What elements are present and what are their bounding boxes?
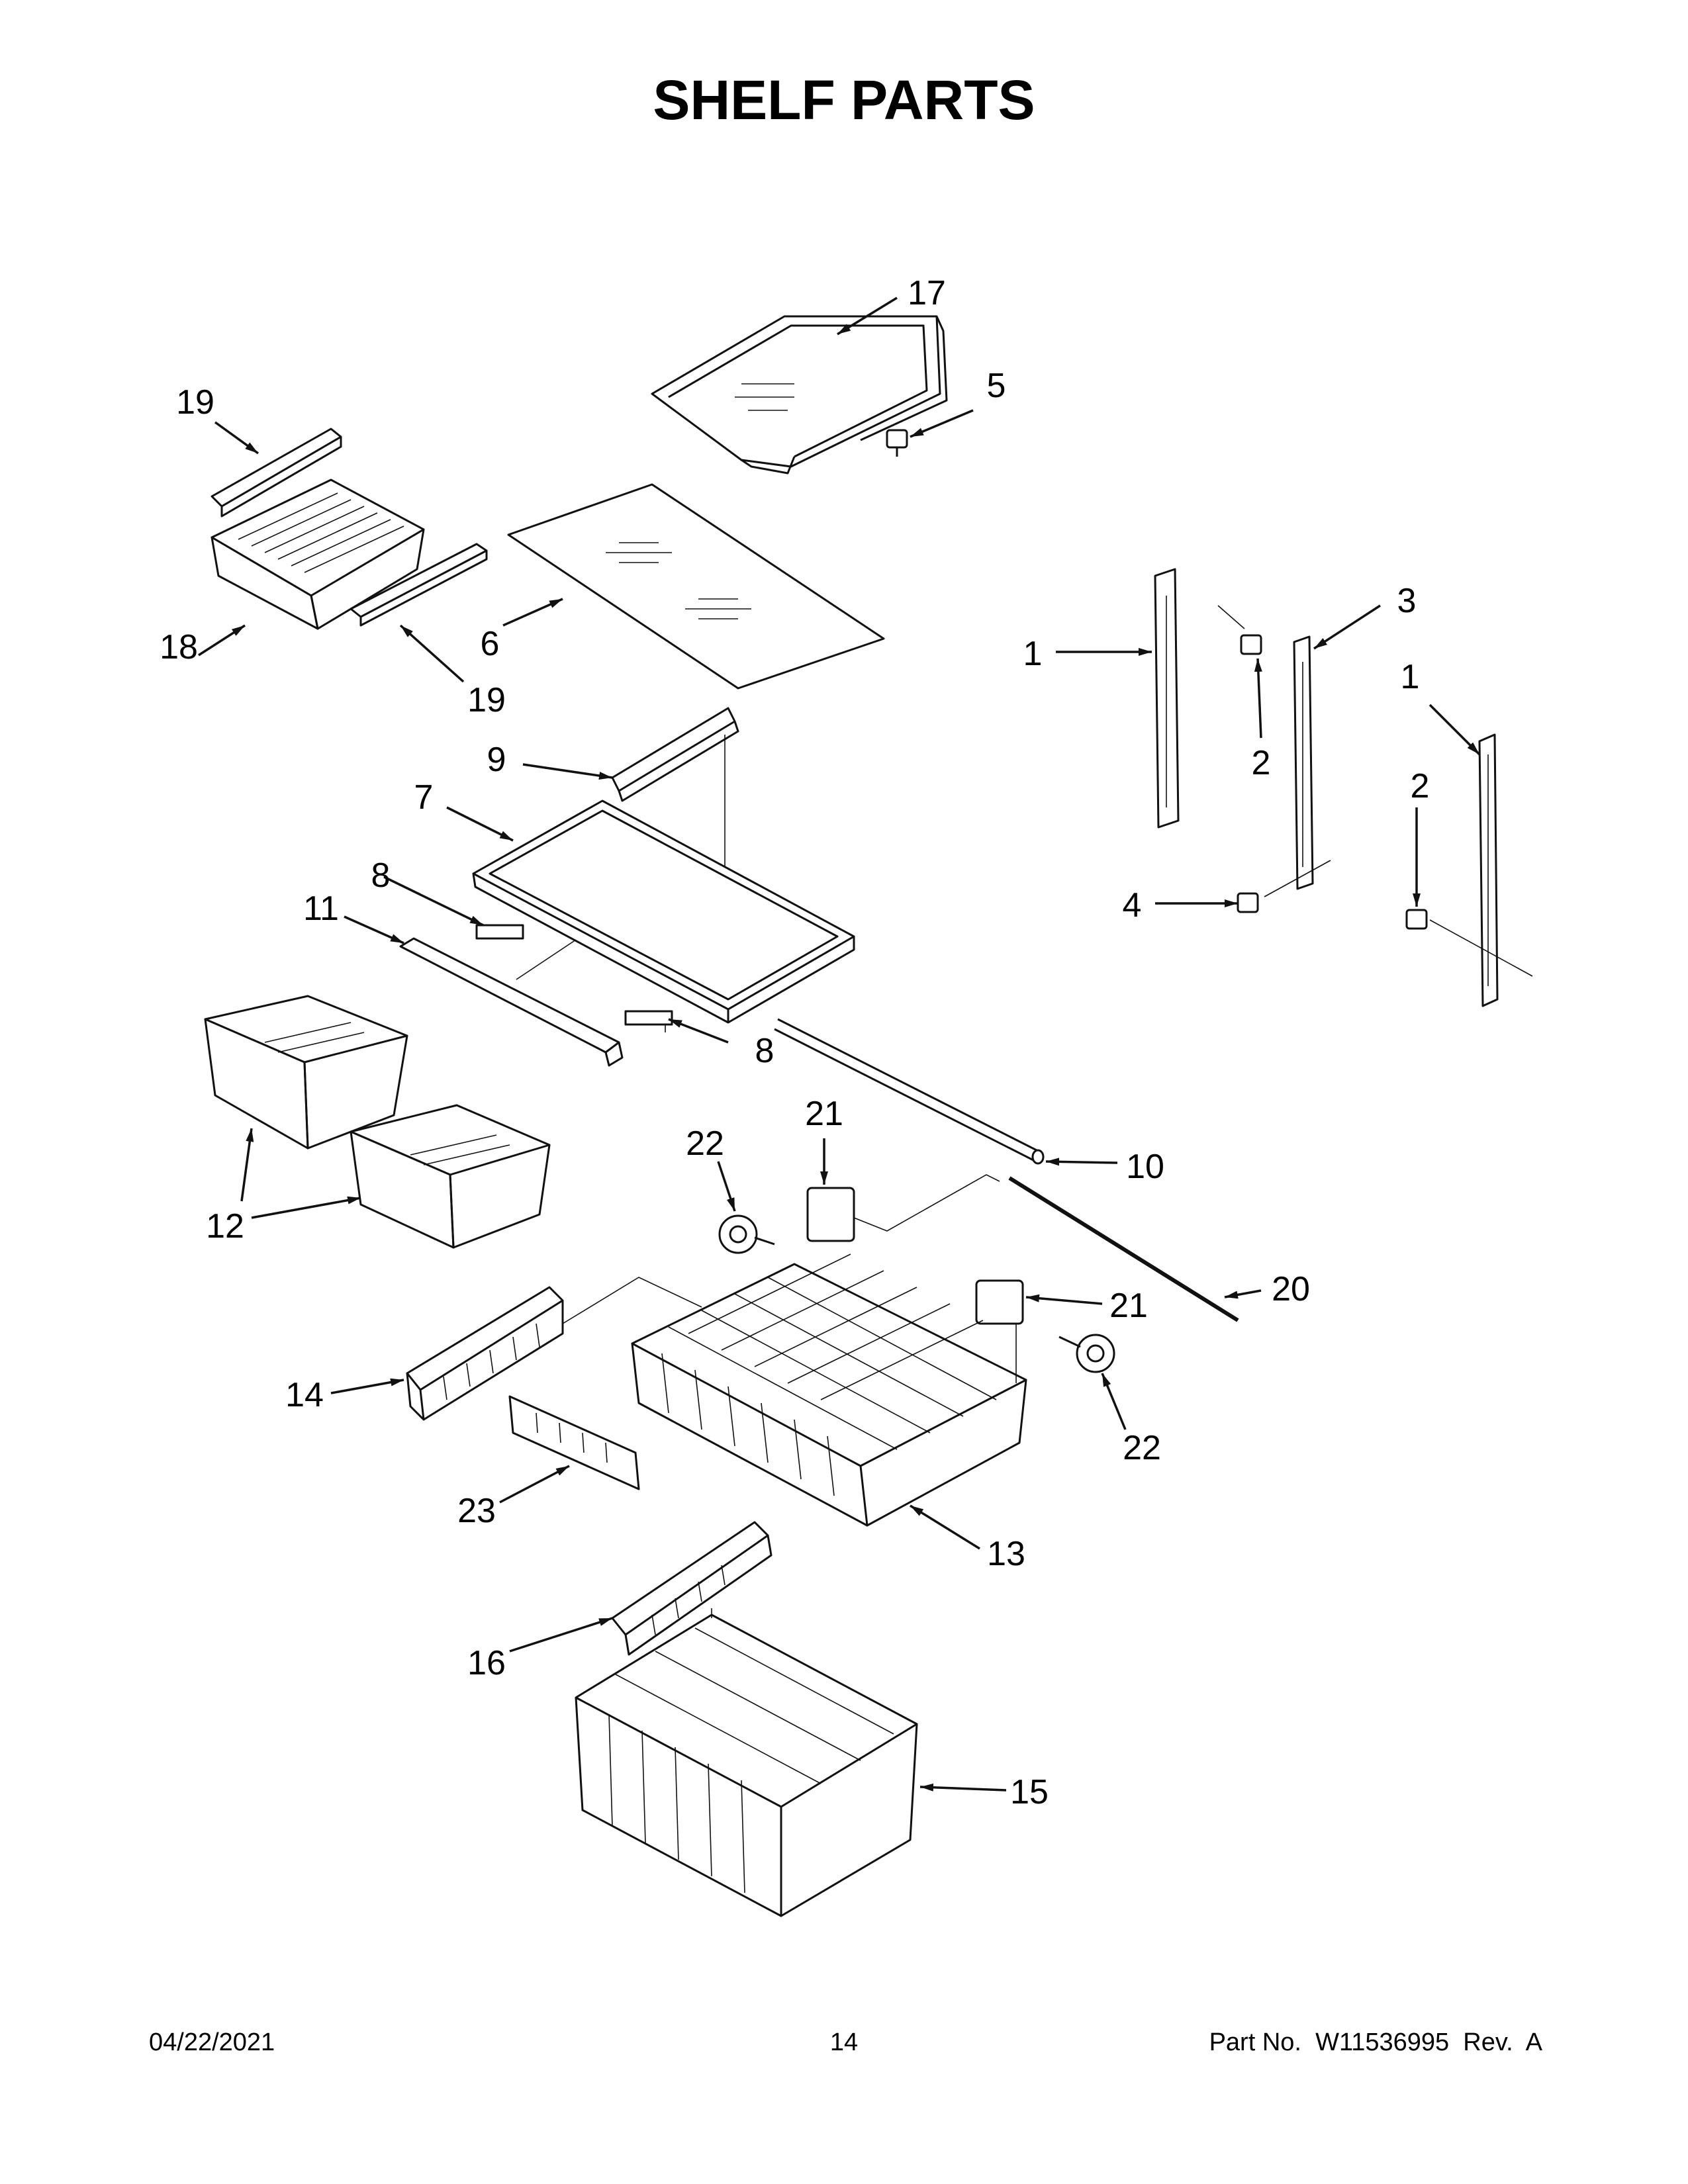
part-21-bracket-left <box>806 1187 855 1242</box>
part-8-slider-lower <box>624 1010 673 1026</box>
callout-22-right: 22 <box>1123 1429 1161 1467</box>
callout-15: 15 <box>1010 1773 1049 1811</box>
callout-3: 3 <box>1397 582 1417 620</box>
part-5-screw <box>886 429 908 457</box>
callout-4: 4 <box>1123 886 1142 925</box>
part-11-divider <box>399 937 624 1067</box>
callout-1-left: 1 <box>1023 635 1043 673</box>
part-13-wire-basket <box>631 1253 1027 1527</box>
part-21-bracket-right <box>975 1279 1024 1325</box>
part-17-shelf-frame <box>651 315 948 475</box>
part-1-rail-right <box>1478 733 1499 1007</box>
callout-8-upper: 8 <box>371 856 391 895</box>
part-18-crisper-drawer <box>211 478 425 630</box>
part-2-screw-upper <box>1240 634 1262 655</box>
footer-date: 04/22/2021 <box>149 2028 275 2056</box>
callout-19-top: 19 <box>176 383 214 422</box>
part-12-pan-left <box>204 995 408 1150</box>
part-9-slide-rail <box>611 707 739 802</box>
part-22-gear-right <box>1058 1334 1115 1373</box>
part-4-screw <box>1237 892 1259 913</box>
part-14-divider <box>406 1286 564 1421</box>
callout-20: 20 <box>1272 1270 1310 1308</box>
part-22-gear-left <box>718 1214 775 1254</box>
callout-19-bottom: 19 <box>467 681 506 719</box>
callout-10: 10 <box>1126 1148 1164 1186</box>
part-19-rail-bottom <box>350 543 488 627</box>
callout-17: 17 <box>908 274 946 312</box>
callout-22-left: 22 <box>686 1124 724 1163</box>
leader-lines <box>198 296 1481 1792</box>
callout-18: 18 <box>160 628 198 666</box>
part-1-rail-left <box>1154 568 1180 829</box>
part-19-rail-top <box>211 428 342 518</box>
callout-5: 5 <box>987 367 1006 405</box>
callout-16: 16 <box>467 1644 506 1682</box>
callout-13: 13 <box>987 1535 1025 1573</box>
part-10-rod <box>774 1018 1045 1165</box>
callout-8-lower: 8 <box>755 1032 774 1070</box>
part-20-rod <box>1008 1176 1239 1322</box>
callout-21-right: 21 <box>1109 1287 1148 1325</box>
callout-11: 11 <box>303 889 339 928</box>
callout-6: 6 <box>481 625 500 663</box>
part-15-lower-basket <box>575 1614 918 1917</box>
callout-2-lower: 2 <box>1411 767 1430 805</box>
part-6-glass-shelf <box>507 483 885 690</box>
footer-part-number: Part No. W11536995 Rev. A <box>1209 2028 1543 2056</box>
callout-1-right: 1 <box>1401 658 1420 696</box>
part-16-divider <box>611 1521 773 1656</box>
footer-page-number: 14 <box>830 2028 858 2056</box>
part-8-slider-upper <box>475 924 524 940</box>
part-7-shelf-frame <box>472 799 855 1024</box>
callout-23: 23 <box>457 1492 496 1530</box>
part-23-divider-insert <box>508 1395 640 1490</box>
callout-9: 9 <box>487 741 506 779</box>
callout-14: 14 <box>285 1376 324 1414</box>
part-3-rail <box>1293 635 1314 890</box>
callout-12: 12 <box>206 1207 244 1246</box>
part-2-screw-lower <box>1405 909 1428 930</box>
callout-2-upper: 2 <box>1252 744 1271 782</box>
part-12-pan-right <box>350 1104 551 1249</box>
callout-21-left: 21 <box>805 1095 843 1133</box>
callout-7: 7 <box>414 778 434 817</box>
page-title: SHELF PARTS <box>653 69 1035 131</box>
